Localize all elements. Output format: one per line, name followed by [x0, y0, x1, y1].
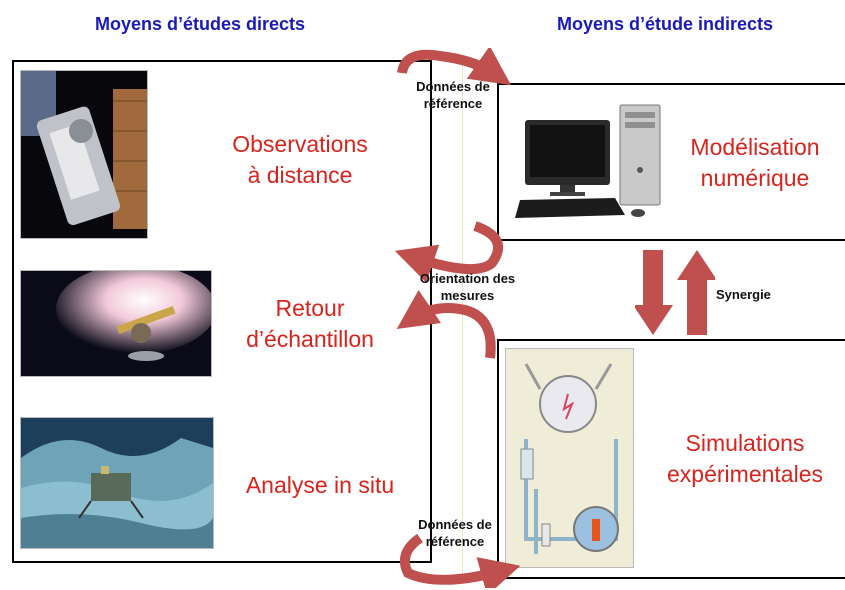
- label-sample-return: Retour d’échantillon: [246, 295, 374, 352]
- heading-direct-methods: Moyens d’études directs: [95, 14, 306, 34]
- label-synergy: Synergie: [716, 287, 771, 302]
- label-reference-data-bottom: Données de référence: [418, 517, 492, 549]
- label-reference-data-top: Données de référence: [416, 79, 490, 111]
- label-in-situ-analysis: Analyse in situ: [245, 472, 395, 498]
- space-telescope-image: [20, 70, 148, 239]
- label-experimental-simulations: Simulations expérimentales: [667, 430, 823, 487]
- connector-arrows: [394, 48, 521, 588]
- label-numerical-modeling: Modélisation numérique: [690, 134, 820, 191]
- miller-urey-apparatus-image: [505, 348, 634, 568]
- divider-line: [640, 239, 845, 241]
- heading-indirect-methods: Moyens d’étude indirects: [557, 14, 774, 34]
- experimental-simulation-panel: [497, 339, 845, 579]
- sample-return-spacecraft-image: [20, 270, 212, 377]
- synergy-arrows: [635, 250, 715, 335]
- label-remote-observations: Observations à distance: [232, 131, 368, 188]
- comet-lander-image: [20, 417, 214, 549]
- desktop-computer-image: [515, 100, 675, 225]
- label-measurement-orientation: Orientation des mesures: [419, 271, 516, 303]
- center-guide-line: [462, 60, 463, 580]
